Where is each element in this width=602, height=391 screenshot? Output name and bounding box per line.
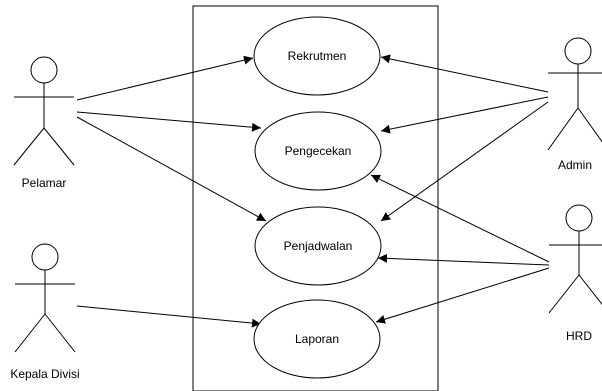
actor-admin: Admin bbox=[547, 37, 602, 172]
actor-hrd: HRD bbox=[548, 204, 602, 343]
use-case-penjadwalan: Penjadwalan bbox=[254, 206, 382, 286]
use-case-laporan-label: Laporan bbox=[295, 332, 339, 346]
association-hrd-pengecekan bbox=[370, 174, 550, 263]
actor-kepala-divisi-label: Kepala Divisi bbox=[10, 367, 79, 381]
use-case-pengecekan: Pengecekan bbox=[254, 111, 382, 191]
association-kepala-divisi-laporan bbox=[76, 305, 262, 328]
stick-figure-icon bbox=[547, 37, 602, 151]
actor-admin-label: Admin bbox=[558, 158, 592, 172]
association-pelamar-penjadwalan bbox=[76, 116, 267, 222]
association-hrd-laporan bbox=[375, 267, 550, 324]
association-pelamar-rekrutmen bbox=[76, 55, 254, 101]
association-hrd-penjadwalan bbox=[377, 253, 550, 266]
associations bbox=[76, 54, 550, 328]
association-admin-rekrutmen bbox=[380, 54, 549, 93]
association-admin-penjadwalan bbox=[380, 101, 549, 222]
stick-figure-icon bbox=[13, 56, 75, 166]
use-case-pengecekan-label: Pengecekan bbox=[285, 144, 352, 158]
actor-kepala-divisi: Kepala Divisi bbox=[10, 243, 80, 381]
actor-pelamar-label: Pelamar bbox=[22, 176, 67, 190]
use-case-rekrutmen: Rekrutmen bbox=[253, 16, 381, 96]
stick-figure-icon bbox=[14, 243, 76, 353]
association-admin-pengecekan bbox=[380, 96, 549, 134]
actor-hrd-label: HRD bbox=[566, 329, 592, 343]
use-case-penjadwalan-label: Penjadwalan bbox=[284, 239, 353, 253]
actor-pelamar: Pelamar bbox=[13, 56, 75, 190]
use-case-rekrutmen-label: Rekrutmen bbox=[288, 49, 347, 63]
use-case-laporan: Laporan bbox=[253, 299, 381, 379]
association-pelamar-pengecekan bbox=[76, 111, 262, 132]
stick-figure-icon bbox=[548, 204, 602, 314]
